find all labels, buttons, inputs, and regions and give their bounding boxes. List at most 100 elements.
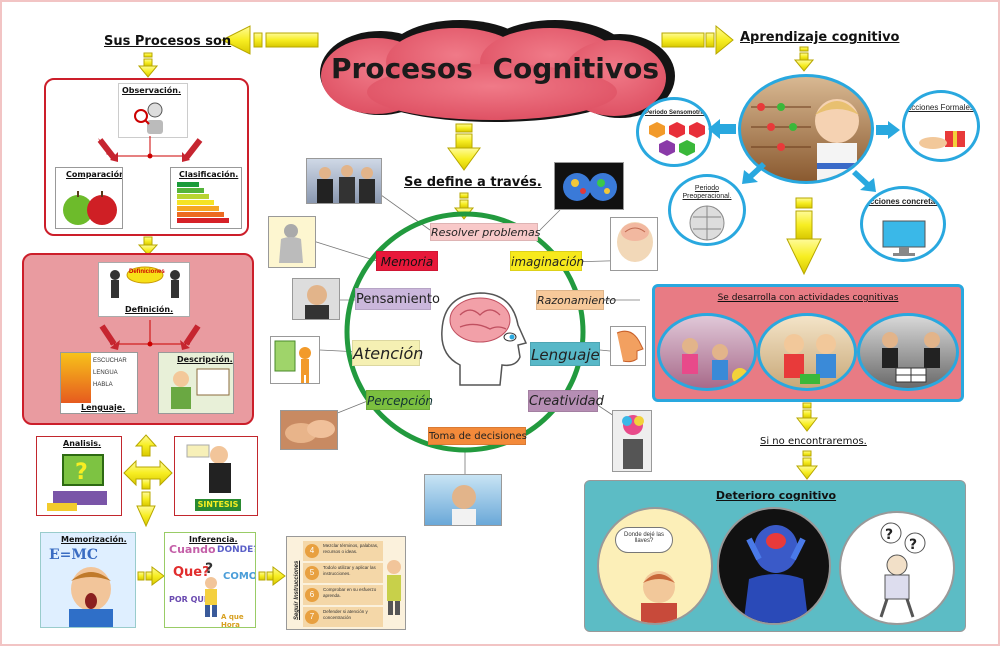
descripcion-label: Descripción.	[177, 355, 233, 364]
clasificacion-label: Clasificación.	[179, 170, 239, 179]
definiciones-sign: Definiciones	[129, 269, 165, 275]
analisis-label: Analisis.	[63, 439, 102, 448]
skeleton-brain-icon	[743, 525, 809, 623]
tag-percepcion: Percepción	[366, 390, 433, 410]
step-text: Defender si atención y concentración	[323, 609, 368, 620]
brain-head-icon	[441, 292, 528, 386]
inferencia-card: Inferencia. Cuando DONDE? Que? COMO? POR…	[164, 532, 256, 628]
monitor-icon	[882, 220, 926, 256]
inferencia-label: Inferencia.	[189, 535, 238, 544]
inferencia-word: POR QUE?	[169, 595, 215, 604]
arrow-down-icon	[136, 478, 156, 528]
senses-icons	[649, 122, 705, 156]
inferencia-word: Que?	[173, 565, 210, 580]
analisis-card: Analisis. ?	[36, 436, 122, 516]
creative-head-photo	[612, 410, 652, 472]
inferencia-word: COMO?	[223, 571, 255, 582]
se-define-heading: Se define a través.	[404, 175, 542, 190]
debate-people-icon	[110, 266, 180, 298]
acciones-formales-circle: Acciones Formales.	[902, 90, 980, 162]
arrow-down-icon	[796, 450, 818, 480]
memorizacion-card: Memorización. E=MC	[40, 532, 136, 628]
arrow-right-icon	[137, 566, 165, 586]
periodo-preoperacional-label: Periodo Preoperacional.	[682, 185, 732, 200]
title-cloud	[320, 20, 675, 122]
arrow-down-icon	[138, 236, 158, 256]
svg-text:?: ?	[75, 460, 88, 485]
tag-lenguaje: Lenguaje	[530, 342, 600, 366]
memorizacion-label: Memorización.	[61, 535, 127, 544]
se-desarrolla-panel: Se desarrolla con actividades cognitivas	[652, 284, 964, 402]
sintesis-badge: SINTESIS	[195, 499, 241, 511]
lenguaje-card-line: LENGUA	[93, 370, 118, 376]
adults-chess-photo	[857, 313, 959, 391]
blue-arrow-down-right-icon	[852, 170, 876, 192]
brains-gears-photo	[554, 162, 624, 210]
inferencia-word: DONDE?	[217, 545, 256, 555]
double-arrow-icon	[123, 459, 173, 487]
acciones-concretas-circle: Acciones concretas.	[860, 186, 946, 262]
arrow-down-icon	[447, 123, 481, 171]
arrow-right-icon	[258, 566, 286, 586]
thinker-icon	[186, 444, 231, 493]
decision-man-photo	[424, 474, 502, 526]
step-number: 6	[305, 588, 319, 602]
formula-text: E=MC	[49, 547, 99, 563]
se-desarrolla-label: Se desarrolla con actividades cognitivas	[717, 293, 899, 303]
definicion-label: Definición.	[125, 305, 174, 314]
periodo-sensomotriz-circle: Periodo Sensomotriz	[636, 97, 712, 167]
thinking-man-photo	[292, 278, 340, 320]
blue-arrow-right-icon	[876, 121, 900, 139]
tag-toma-de-decisiones: Toma de decisiones	[428, 427, 527, 445]
presenter-icon	[171, 368, 230, 409]
boy-icon	[69, 567, 113, 627]
page-title: Procesos Cognitivos	[331, 52, 659, 85]
computer-question-icon: ?	[47, 454, 107, 511]
split-arrows	[99, 320, 201, 350]
step-number: 5	[305, 566, 319, 580]
svg-text:?: ?	[205, 561, 213, 577]
confused-man-icon: ??	[879, 522, 926, 618]
step-number: 4	[305, 544, 319, 558]
svg-text:?: ?	[885, 527, 893, 543]
energy-rating-icon	[177, 182, 229, 223]
step-text: Todo/o utilizar y aplicar las instruccio…	[323, 565, 376, 576]
apples-icon	[63, 191, 117, 225]
instrucciones-card: Seguir Instrucciones 4 Mezclar términos,…	[286, 536, 406, 630]
tag-atencion: Atención	[352, 340, 423, 366]
headache-brain-circle	[717, 507, 831, 625]
children-blocks-photo	[757, 313, 857, 391]
acciones-formales-label: Acciones Formales.	[905, 103, 977, 112]
tag-pensamiento: Pensamiento	[355, 288, 440, 310]
si-no-label: Si no encontraremos.	[760, 436, 867, 447]
lenguaje-card: ESCUCHAR LENGUA HABLA Lenguaje.	[60, 352, 138, 414]
definicion-card: Definiciones Definición.	[98, 262, 190, 317]
sus-procesos-heading: Sus Procesos son	[104, 34, 232, 49]
aprendizaje-heading: Aprendizaje cognitivo	[740, 30, 900, 45]
business-people-photo	[306, 158, 382, 204]
question-kid-icon: ?	[205, 561, 217, 617]
observacion-card: Observación.	[118, 83, 188, 138]
handshake-gift-icon	[919, 131, 965, 149]
old-woman-icon	[641, 571, 677, 623]
globe-puzzle-icon	[689, 205, 725, 241]
sintesis-card: SINTESIS	[174, 436, 258, 516]
arrow-down-icon	[794, 46, 814, 72]
arrow-up-icon	[134, 434, 158, 457]
hands-photo	[280, 410, 338, 450]
comparacion-card: Comparación.	[55, 167, 123, 229]
split-arrows	[97, 136, 203, 162]
periodo-sensomotriz-label: Periodo Sensomotriz	[645, 110, 706, 116]
tag-razonamiento: Razonamiento	[536, 290, 616, 310]
thinker-statue-photo	[268, 216, 316, 268]
acciones-concretas-label: Acciones concretas.	[864, 197, 942, 206]
speaking-face-icon	[610, 326, 646, 366]
confused-elder-circle: ??	[839, 511, 955, 625]
attention-figure-icon	[270, 336, 320, 384]
arrow-left-icon	[220, 25, 319, 55]
descripcion-card: Descripción.	[158, 352, 234, 414]
arrow-down-icon	[786, 197, 822, 276]
svg-text:?: ?	[909, 537, 917, 553]
inferencia-word: A que Hora	[221, 613, 244, 628]
brain-head-photo	[610, 217, 658, 271]
